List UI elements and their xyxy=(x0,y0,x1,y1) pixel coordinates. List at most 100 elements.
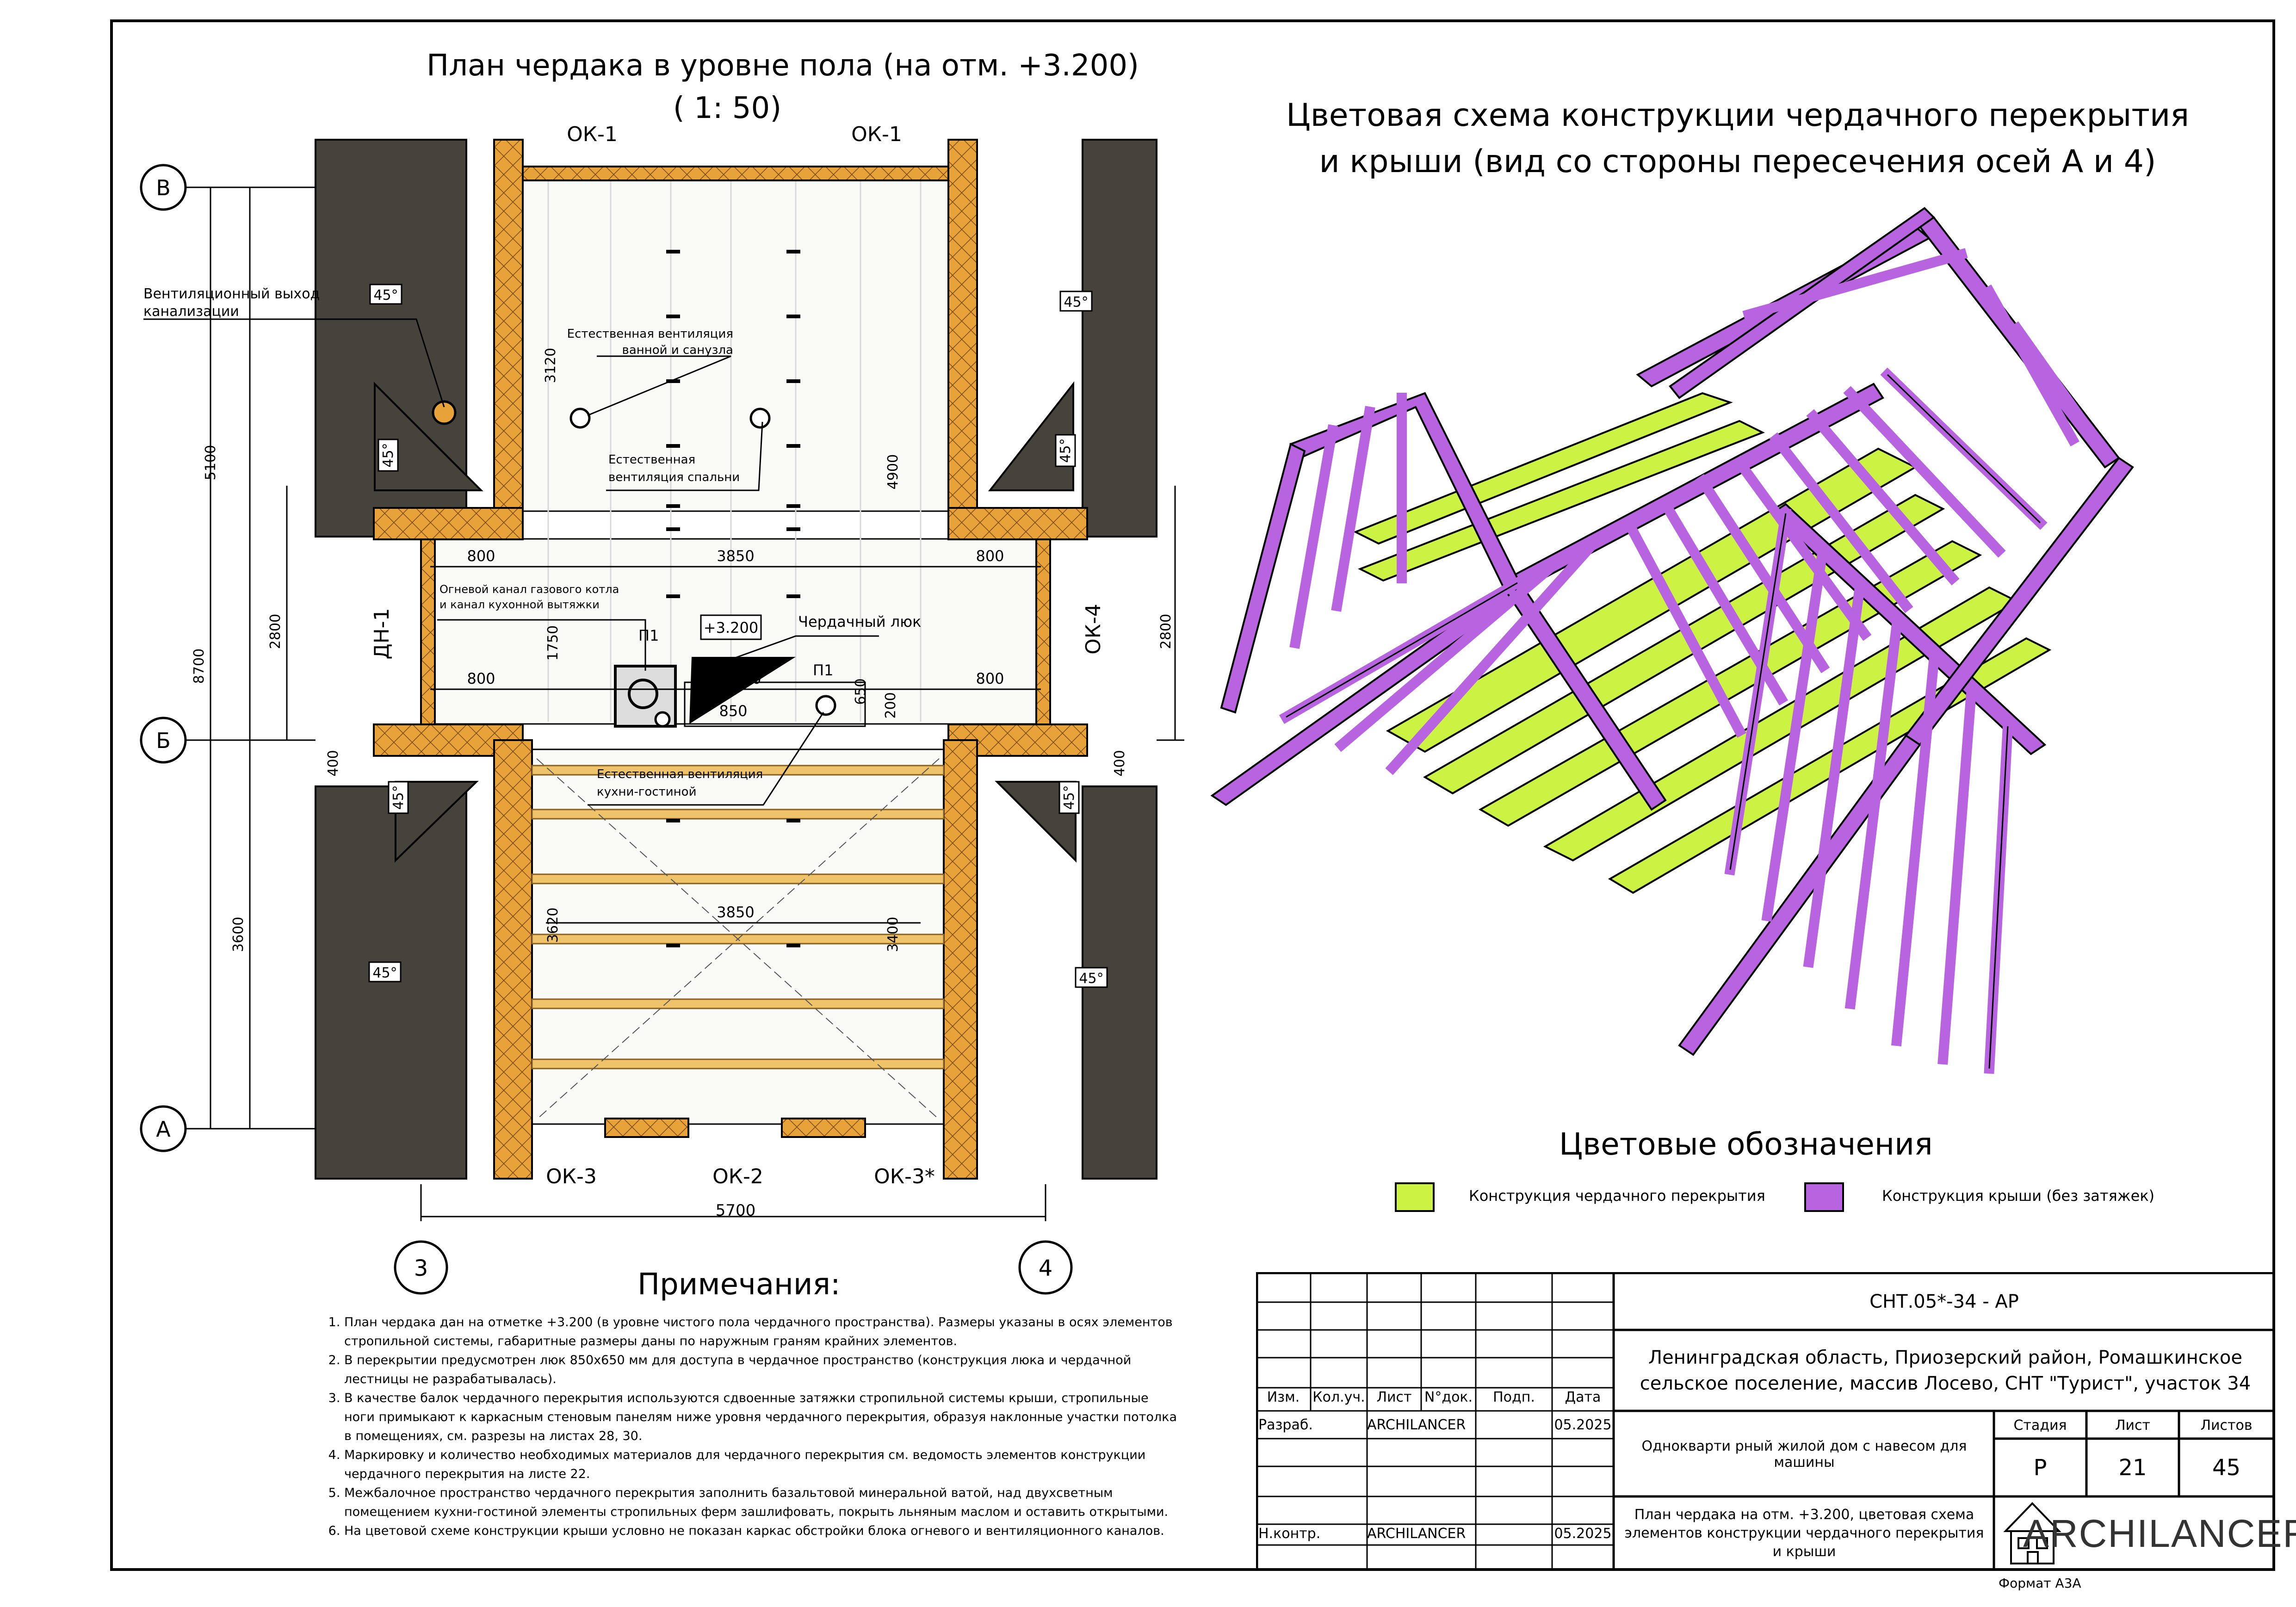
label-vent-bath-2: ванной и санузла xyxy=(622,343,733,357)
axis-a-bubble xyxy=(140,1105,187,1152)
label-vent-kitchen-1: Естественная вентиляция xyxy=(597,767,763,781)
dim-1750: 1750 xyxy=(545,625,561,661)
legend-title: Цветовые обозначения xyxy=(1559,1126,1933,1162)
tb-razrab: Разраб. xyxy=(1258,1416,1313,1433)
dim-3850-b: 3850 xyxy=(724,670,761,687)
tb-sheet-header: Лист xyxy=(2115,1417,2151,1434)
window-ok4: ОК-4 xyxy=(1082,604,1105,655)
note-5: Межбалочное пространство чердачного пере… xyxy=(344,1483,1180,1521)
window-ok1-left: ОК-1 xyxy=(567,123,618,146)
dim-3400: 3400 xyxy=(885,917,901,952)
wall-east-north xyxy=(947,139,978,538)
window-ok3-left: ОК-3 xyxy=(546,1165,597,1188)
angle-45-d: 45° xyxy=(1058,438,1074,463)
insulated-walls xyxy=(373,139,1088,1180)
hip-triangles xyxy=(374,381,1077,863)
vent-bedroom-icon xyxy=(749,408,771,429)
flue-icon xyxy=(628,679,658,709)
level-mark: +3.200 xyxy=(704,619,758,637)
window-ok1-right: ОК-1 xyxy=(851,123,902,146)
legend-roof-label: Конструкция крыши (без затяжек) xyxy=(1882,1187,2155,1205)
axis-b-bubble xyxy=(140,717,187,764)
label-vent-bath-1: Естественная вентиляция xyxy=(567,327,733,341)
vent-kitchen-icon xyxy=(815,695,836,716)
sewer-vent-icon xyxy=(432,400,457,425)
tb-razrab-date: 05.2025 xyxy=(1554,1416,1612,1433)
axis-bubbles xyxy=(140,164,1073,1295)
two-storey-void-cross xyxy=(536,758,940,1120)
tb-hdr-kol: Кол.уч. xyxy=(1312,1389,1365,1405)
attic-hatch-symbol xyxy=(689,657,796,724)
dim-850: 850 xyxy=(719,702,747,720)
joist-grid xyxy=(547,176,922,722)
dim-400-left: 400 xyxy=(325,750,341,776)
attic-floor-plan: В Б А 3 4 5100 8700 3600 2800 2800 400 4… xyxy=(140,123,1184,1295)
roof-panel-sw xyxy=(315,785,467,1180)
dim-4900: 4900 xyxy=(885,454,901,489)
tb-project-name: Однокварти рный жилой дом с навесом для … xyxy=(1641,1438,1967,1471)
beam-marks xyxy=(666,250,800,947)
tb-hdr-data: Дата xyxy=(1565,1389,1601,1405)
note-1: План чердака дан на отметке +3.200 (в ур… xyxy=(344,1313,1180,1351)
tb-stage-value: Р xyxy=(2033,1454,2047,1481)
axis-a-label: А xyxy=(156,1117,171,1142)
legend-floor-label: Конструкция чердачного перекрытия xyxy=(1469,1187,1765,1205)
wall-west-south xyxy=(493,739,533,1180)
dim-3850-c: 3850 xyxy=(717,903,754,921)
label-p1-b: П1 xyxy=(813,661,833,679)
level-tag xyxy=(700,614,762,640)
tb-hdr-izm: Изм. xyxy=(1267,1389,1300,1405)
title-block-grid xyxy=(1256,1272,2275,1571)
legend-floor-swatch xyxy=(1395,1182,1435,1212)
dim-800-c: 800 xyxy=(467,670,495,687)
drawing-sheet-frame xyxy=(110,19,2275,1571)
tb-nkontr-name: ARCHILANCER xyxy=(1367,1525,1466,1542)
note-6: На цветовой схеме конструкции крыши усло… xyxy=(344,1521,1180,1540)
dim-3620: 3620 xyxy=(545,908,561,943)
tb-razrab-name: ARCHILANCER xyxy=(1367,1416,1466,1433)
roof-structure xyxy=(1210,207,2134,1056)
tb-sheet-value: 21 xyxy=(2118,1454,2147,1481)
plan-title-line1: План чердака в уровне пола (на отм. +3.2… xyxy=(427,49,1139,83)
dim-2800-left: 2800 xyxy=(267,614,284,649)
axis-4-bubble xyxy=(1018,1240,1073,1295)
attic-hatch-outline xyxy=(684,681,866,727)
window-ok2: ОК-2 xyxy=(712,1165,763,1188)
label-vent-bed-2: вентиляция спальни xyxy=(608,470,740,484)
leader-lines xyxy=(143,318,879,806)
dim-3600: 3600 xyxy=(230,917,247,952)
note-3: В качестве балок чердачного перекрытия и… xyxy=(344,1389,1180,1446)
logo-house-icon xyxy=(2003,1502,2061,1564)
label-sewer-vent-2: канализации xyxy=(143,303,239,320)
vent-outlets xyxy=(569,408,836,728)
axis-b-label: Б xyxy=(156,728,171,753)
note-2: В перекрытии предусмотрен люк 850х650 мм… xyxy=(344,1351,1180,1389)
scheme-title-line2: и крыши (вид со стороны пересечения осей… xyxy=(1319,143,2156,180)
tb-sheets-header: Листов xyxy=(2200,1417,2253,1434)
label-fire-channel-1: Огневой канал газового котла xyxy=(439,583,619,596)
angle-tags xyxy=(368,284,1108,988)
angle-45-h: 45° xyxy=(1079,970,1103,987)
wall-west-north xyxy=(493,139,524,538)
tb-hdr-podp: Подп. xyxy=(1493,1389,1535,1405)
tb-logo-text: ARCHILANCER xyxy=(2023,1511,2296,1555)
axis-4-label: 4 xyxy=(1039,1255,1053,1281)
tb-sheet-title: План чердака на отм. +3.200, цветовая сх… xyxy=(1624,1507,1984,1560)
plan-title: План чердака в уровне пола (на отм. +3.2… xyxy=(427,44,1139,130)
door-dn1: ДН-1 xyxy=(370,608,394,659)
roof-panel-ne xyxy=(1082,139,1157,538)
axis-3-bubble xyxy=(394,1240,448,1295)
dim-800-b: 800 xyxy=(976,547,1004,565)
axis-lines xyxy=(176,186,1184,1221)
angle-45-g: 45° xyxy=(372,965,397,981)
notes-list: План чердака дан на отметке +3.200 (в ур… xyxy=(324,1313,1180,1540)
tb-nkontr-date: 05.2025 xyxy=(1554,1525,1612,1542)
label-p1-a: П1 xyxy=(638,627,659,644)
label-sewer-vent-1: Вентиляционный выход xyxy=(143,286,320,302)
tb-hdr-ndok: N°док. xyxy=(1424,1389,1473,1405)
vent-bath-icon xyxy=(569,408,591,429)
dim-5100: 5100 xyxy=(203,445,219,480)
tb-sheets-value: 45 xyxy=(2212,1454,2241,1481)
tb-nkontr: Н.контр. xyxy=(1258,1525,1321,1542)
tb-address: Ленинградская область, Приозерский район… xyxy=(1640,1347,2251,1394)
